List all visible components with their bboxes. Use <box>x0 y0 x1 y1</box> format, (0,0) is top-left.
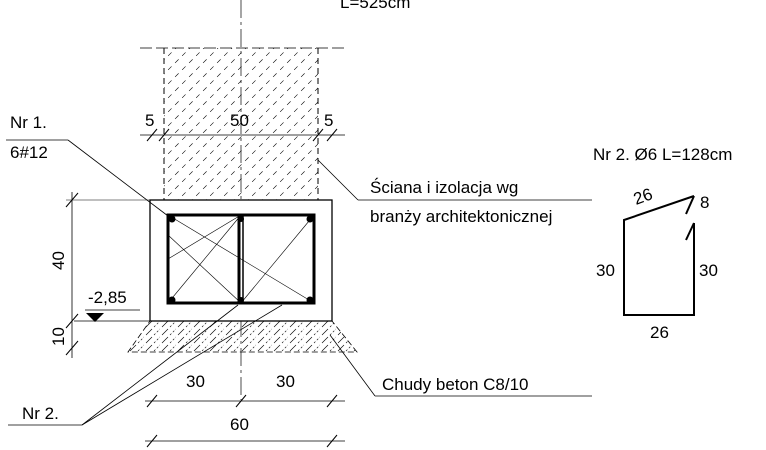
vertical-dimensions: 40 10 <box>49 192 150 358</box>
label-lean-concrete-text: Chudy beton C8/10 <box>382 375 529 394</box>
rebar-bar <box>168 296 176 304</box>
label-nr2: Nr 2. <box>8 304 283 426</box>
label-nr1-line1: Nr 1. <box>10 113 47 132</box>
label-nr1: Nr 1. 6#12 <box>6 113 173 220</box>
stirrup-dim-left: 30 <box>596 261 615 280</box>
wall-dim-middle: 50 <box>230 111 249 130</box>
wall-dim-left: 5 <box>145 111 154 130</box>
bottom-dim-right: 30 <box>276 372 295 391</box>
stirrup-detail: Nr 2. Ø6 L=128cm 26 8 30 30 26 <box>593 145 732 342</box>
stirrup-detail-title: Nr 2. Ø6 L=128cm <box>593 145 732 164</box>
rebar-bar <box>306 215 314 223</box>
level-triangle-icon <box>86 313 104 322</box>
vertical-dim-10: 10 <box>49 327 68 346</box>
footing <box>149 199 333 322</box>
bottom-dim-left: 30 <box>186 372 205 391</box>
rebar-bar <box>306 296 314 304</box>
stirrup-dim-top: 26 <box>631 184 655 208</box>
wall-dim-right: 5 <box>324 111 333 130</box>
label-nr1-line2: 6#12 <box>10 143 48 162</box>
bottom-dimensions: 30 30 60 <box>145 372 345 448</box>
wall <box>140 47 345 200</box>
label-nr2-text: Nr 2. <box>22 404 59 423</box>
vertical-dim-40: 40 <box>49 251 68 270</box>
bottom-dim-total: 60 <box>230 415 249 434</box>
label-wall: Ściana i izolacja wg branży architektoni… <box>317 159 592 226</box>
wall-dimension-line: 5 50 5 <box>140 111 345 142</box>
stirrup-dim-bottom: 26 <box>650 323 669 342</box>
rebar-bar <box>238 216 244 222</box>
stirrup-dim-right: 30 <box>699 261 718 280</box>
level-mark-value: -2,85 <box>88 288 127 307</box>
lean-concrete-layer <box>127 320 358 353</box>
label-wall-line1: Ściana i izolacja wg <box>370 178 518 197</box>
level-marker: -2,85 <box>74 288 150 322</box>
rebar-bar <box>238 297 244 303</box>
label-wall-line2: branży architektonicznej <box>370 207 552 226</box>
stirrup-dim-hook: 8 <box>700 193 709 212</box>
top-length-label: L=525cm <box>340 0 410 12</box>
label-lean-concrete: Chudy beton C8/10 <box>329 334 592 397</box>
